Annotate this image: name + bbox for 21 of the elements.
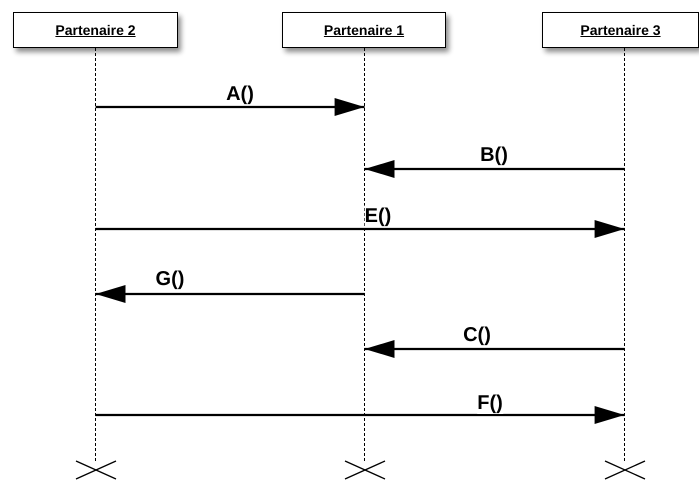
message-label: A() xyxy=(226,83,254,105)
message-label: E() xyxy=(364,205,392,227)
participant-name: Partenaire 2 xyxy=(55,22,136,38)
message-arrow xyxy=(96,220,625,238)
participant-box xyxy=(13,12,178,48)
participant-name: Partenaire 1 xyxy=(324,22,404,38)
lifeline xyxy=(624,48,625,461)
lifeline xyxy=(95,48,96,461)
message-arrow xyxy=(364,160,625,178)
message-arrow xyxy=(364,340,625,358)
message-arrow xyxy=(96,285,365,303)
message-arrow xyxy=(96,406,625,424)
participant-box xyxy=(542,12,699,48)
participant-name: Partenaire 3 xyxy=(580,22,661,38)
message-label: B() xyxy=(480,144,508,166)
message-label: C() xyxy=(463,324,491,346)
participant-box xyxy=(282,12,446,48)
message-label: F() xyxy=(477,392,503,414)
message-label: G() xyxy=(156,268,184,290)
message-arrow xyxy=(96,98,365,116)
lifeline xyxy=(364,48,365,461)
